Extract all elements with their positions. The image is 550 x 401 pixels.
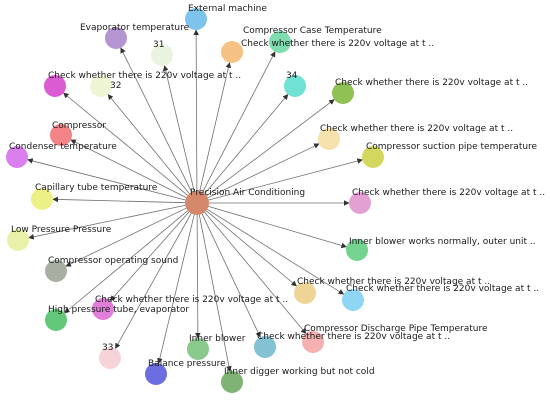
node-label-n31: 31: [153, 40, 164, 50]
edge-to-capillary-tube-temperature: [52, 196, 186, 204]
node-balance-pressure[interactable]: [145, 363, 167, 385]
node-label-n32: 32: [110, 81, 121, 91]
edge-to-evaporator-temperature: [120, 47, 193, 193]
edge-to-compressor-discharge-pipe-temperature: [204, 211, 307, 335]
node-n34[interactable]: [284, 75, 306, 97]
node-check-220v-7[interactable]: [342, 289, 364, 311]
node-label-check-220v-7: Check whether there is 220v voltage at t…: [346, 284, 539, 294]
node-n32[interactable]: [90, 75, 112, 97]
edge-to-low-pressure-pressure: [28, 205, 186, 240]
node-label-compressor-discharge-pipe-temperature: Compressor Discharge Pipe Temperature: [304, 324, 488, 334]
node-label-high-pressure-tube-evaporator: High pressure tube, evaporator: [48, 305, 189, 315]
edge-to-compressor: [70, 139, 187, 198]
node-label-inner-digger-working-but-not-cold: Inner digger working but not cold: [224, 367, 375, 377]
node-check-220v-8[interactable]: [92, 298, 114, 320]
node-label-evaporator-temperature: Evaporator temperature: [80, 23, 190, 33]
edge-to-check-220v-4: [207, 143, 320, 199]
node-compressor-operating-sound[interactable]: [45, 260, 67, 282]
edge-to-n31: [162, 65, 195, 192]
edge-to-compressor-case-temperature: [199, 62, 232, 192]
node-precision-air-conditioning[interactable]: [185, 191, 209, 215]
edge-to-condenser-temperature: [27, 158, 186, 201]
node-label-check-220v-8: Check whether there is 220v voltage at t…: [95, 295, 288, 305]
node-label-compressor-case-temperature: Compressor Case Temperature: [243, 26, 382, 36]
node-check-220v-6[interactable]: [294, 282, 316, 304]
node-high-pressure-tube-evaporator[interactable]: [45, 309, 67, 331]
node-evaporator-temperature[interactable]: [105, 27, 127, 49]
node-label-check-220v-5: Check whether there is 220v voltage at t…: [352, 188, 545, 198]
node-inner-blower[interactable]: [187, 338, 209, 360]
node-label-inner-blower: Inner blower: [189, 334, 246, 344]
edge-to-inner-digger-working-but-not-cold: [198, 214, 232, 372]
edge-to-n34: [204, 93, 289, 195]
node-label-check-220v-6: Check whether there is 220v voltage at t…: [297, 277, 490, 287]
node-label-n34: 34: [286, 71, 298, 81]
edge-to-compressor-suction-pipe-temperature: [208, 158, 363, 201]
edge-to-inner-blower: [195, 214, 201, 339]
node-label-compressor-suction-pipe-temperature: Compressor suction pipe temperature: [366, 142, 538, 152]
node-label-check-220v-3: Check whether there is 220v voltage at t…: [335, 78, 528, 88]
node-capillary-tube-temperature[interactable]: [31, 188, 53, 210]
node-label-compressor-operating-sound: Compressor operating sound: [48, 256, 178, 266]
node-label-condenser-temperature: Condenser temperature: [9, 142, 117, 152]
edge-to-check-220v-3: [206, 99, 335, 197]
node-label-low-pressure-pressure: Low Pressure Pressure: [11, 225, 112, 235]
node-inner-blower-works-normally[interactable]: [346, 239, 368, 261]
node-compressor-case-temperature[interactable]: [221, 41, 243, 63]
edge-to-inner-blower-works-normally: [208, 206, 347, 249]
node-check-220v-3[interactable]: [332, 82, 354, 104]
node-compressor-discharge-pipe-temperature[interactable]: [302, 331, 324, 353]
node-label-inner-blower-works-normally: Inner blower works normally, outer unit …: [349, 237, 536, 247]
edge-to-high-pressure-tube-evaporator: [64, 210, 189, 314]
node-n31[interactable]: [151, 44, 173, 66]
node-inner-digger-working-but-not-cold[interactable]: [221, 371, 243, 393]
edges: [27, 29, 363, 372]
node-label-capillary-tube-temperature: Capillary tube temperature: [35, 183, 158, 193]
edge-to-check-220v-7: [206, 208, 345, 295]
node-label-check-220v-1: Check whether there is 220v voltage at t…: [241, 39, 434, 49]
node-check-220v-4[interactable]: [318, 128, 340, 150]
node-compressor[interactable]: [50, 124, 72, 146]
edge-to-n32: [107, 94, 190, 194]
edge-to-check-220v-9: [201, 213, 261, 338]
node-compressor-suction-pipe-temperature[interactable]: [362, 146, 384, 168]
edge-to-check-220v-1: [202, 51, 276, 193]
node-label-compressor: Compressor: [52, 121, 106, 131]
node-check-220v-1[interactable]: [269, 31, 291, 53]
edge-to-check-220v-8: [109, 211, 190, 302]
node-check-220v-9[interactable]: [254, 336, 276, 358]
node-condenser-temperature[interactable]: [6, 146, 28, 168]
node-label-check-220v-9: Check whether there is 220v voltage at t…: [257, 332, 450, 342]
edge-to-n33: [115, 213, 192, 349]
node-label-balance-pressure: Balance pressure: [148, 359, 226, 369]
edge-to-balance-pressure: [157, 214, 195, 364]
node-label-check-220v-2: Check whether there is 220v voltage at t…: [48, 71, 241, 81]
node-check-220v-2[interactable]: [44, 75, 66, 97]
node-n33[interactable]: [99, 347, 121, 369]
nodes: [6, 8, 384, 393]
edge-to-check-220v-6: [205, 210, 297, 287]
node-label-n33: 33: [102, 343, 113, 353]
node-label-check-220v-4: Check whether there is 220v voltage at t…: [320, 124, 513, 134]
center-node-label: Precision Air Conditioning: [190, 188, 305, 198]
node-check-220v-5[interactable]: [349, 192, 371, 214]
node-external-machine[interactable]: [185, 8, 207, 30]
node-label-external-machine: External machine: [188, 4, 267, 14]
edge-to-check-220v-2: [63, 92, 188, 196]
node-low-pressure-pressure[interactable]: [7, 229, 29, 251]
edge-to-external-machine: [193, 29, 199, 192]
edge-to-compressor-operating-sound: [65, 207, 187, 267]
